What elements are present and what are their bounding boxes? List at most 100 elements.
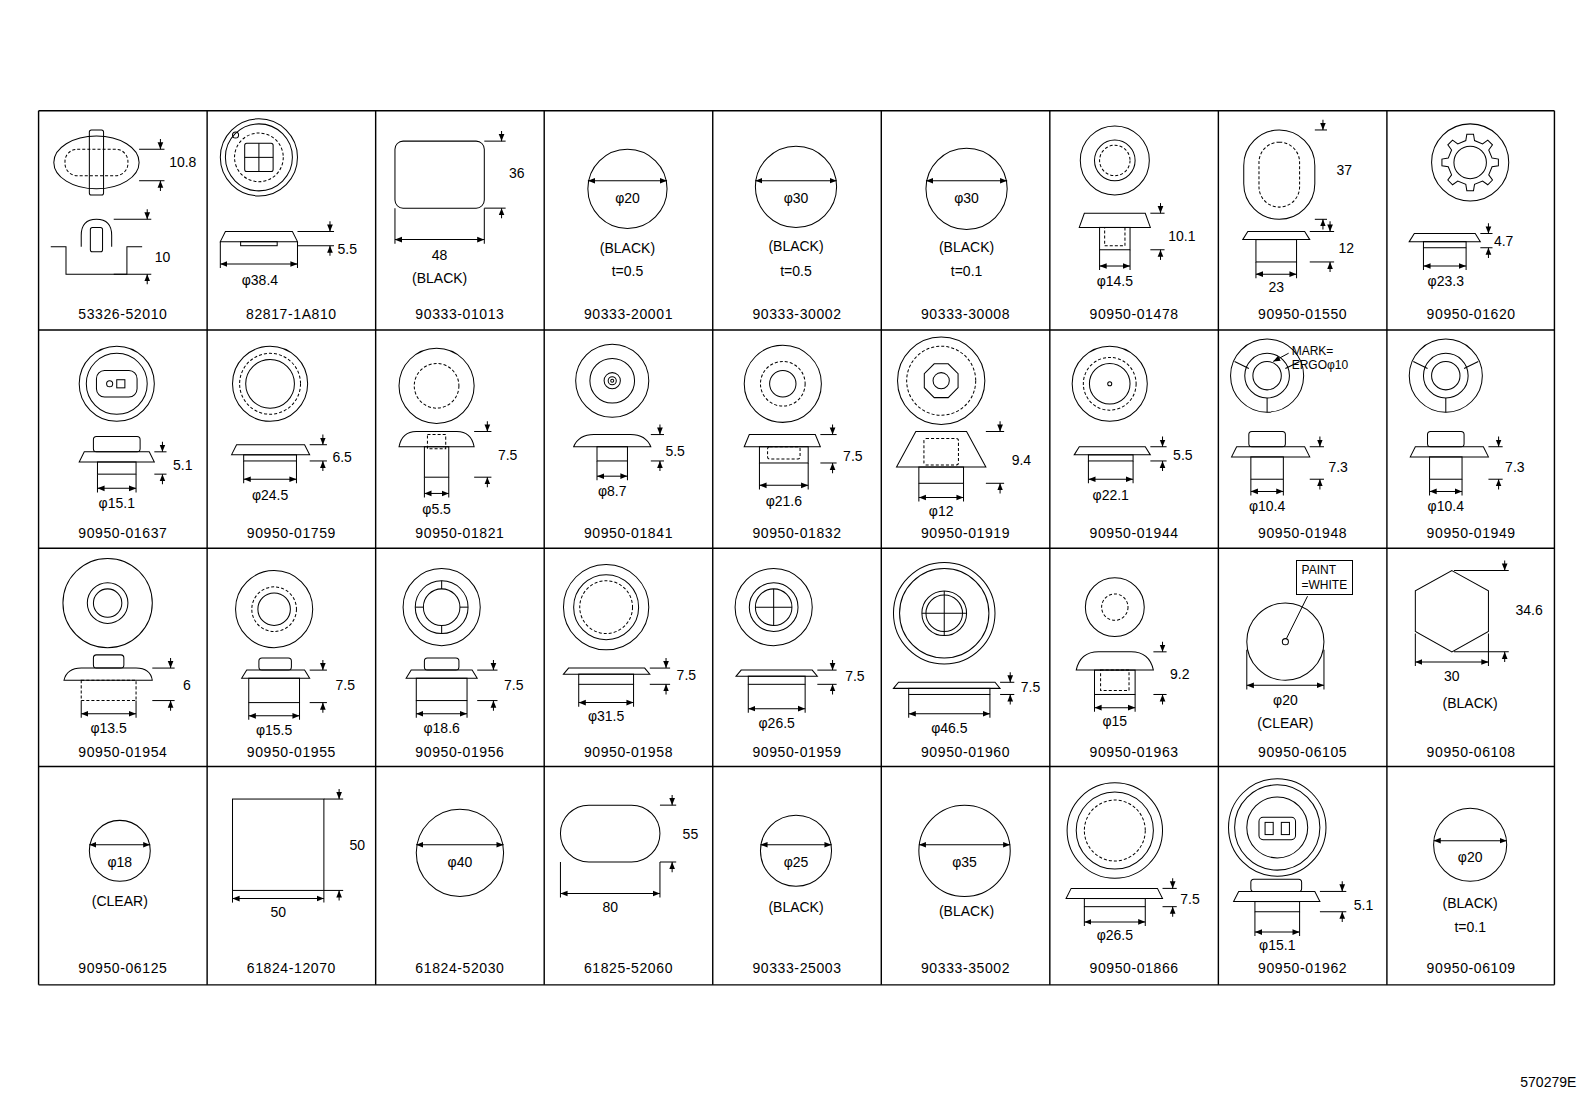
dimension-arrow xyxy=(832,424,833,434)
outline-rect xyxy=(1251,879,1302,891)
outline-rect xyxy=(1423,242,1466,248)
extension-line xyxy=(152,668,174,669)
outline-rect xyxy=(1084,899,1145,907)
extension-line xyxy=(1000,694,1014,695)
dimension-arrow xyxy=(416,713,467,714)
dimension-arrow xyxy=(1504,652,1505,662)
dimension-label: 10.8 xyxy=(169,156,196,171)
dimension-arrow xyxy=(1342,912,1343,922)
dimension-arrow xyxy=(1162,461,1163,471)
dimension-label: 7.5 xyxy=(504,679,523,694)
extension-line xyxy=(232,890,233,902)
extension-line xyxy=(154,474,166,475)
extension-line xyxy=(97,474,98,492)
part-number: 90950-01919 xyxy=(921,526,1010,541)
dimension-label: 50 xyxy=(270,905,286,920)
diameter-arrow xyxy=(588,180,667,181)
outline-rect xyxy=(1105,227,1125,245)
plug-cap xyxy=(79,452,154,462)
extension-line xyxy=(324,890,343,891)
diameter-arrow xyxy=(1434,840,1507,841)
extension-line xyxy=(660,861,676,862)
extension-line xyxy=(986,431,1004,432)
dimension-label: φ18 xyxy=(107,855,132,870)
extension-line xyxy=(986,483,1004,484)
extension-line xyxy=(651,434,664,435)
outline-circle xyxy=(919,805,1010,896)
material-note: (BLACK) xyxy=(768,900,823,915)
outline-rect xyxy=(424,658,459,670)
hexagon-plate xyxy=(1415,571,1488,652)
dimension-arrow xyxy=(233,898,324,899)
material-note: t=0.1 xyxy=(951,264,983,279)
dimension-arrow xyxy=(244,479,297,480)
dimension-arrow xyxy=(1095,707,1136,708)
outline-circle xyxy=(907,346,976,415)
outline-circle xyxy=(574,575,639,640)
outline-rect xyxy=(597,447,627,461)
dimension-arrow xyxy=(672,795,673,805)
outline-rect xyxy=(233,799,324,890)
dimension-arrow xyxy=(162,474,163,484)
detail-line xyxy=(245,157,273,158)
extension-line xyxy=(963,483,964,501)
extension-line xyxy=(296,461,297,483)
dimension-arrow xyxy=(1488,248,1489,258)
outline-circle xyxy=(1067,783,1162,878)
dimension-arrow xyxy=(759,485,808,486)
extension-line xyxy=(324,799,343,800)
material-note: (BLACK) xyxy=(600,241,655,256)
gear-ring xyxy=(1442,134,1498,190)
outline-circle xyxy=(1432,124,1509,201)
dimension-arrow xyxy=(1160,203,1161,213)
dimension-label: φ13.5 xyxy=(90,721,126,736)
extension-line xyxy=(114,219,152,220)
dimension-arrow xyxy=(1330,262,1331,272)
dimension-arrow xyxy=(160,139,161,149)
outline-circle xyxy=(755,146,836,227)
extension-line xyxy=(484,208,485,244)
diameter-arrow xyxy=(919,844,1010,845)
part-number: 82817-1A810 xyxy=(246,307,337,322)
dimension-arrow xyxy=(493,701,494,711)
extension-line xyxy=(1323,650,1324,690)
extension-line xyxy=(1462,479,1463,495)
part-number: 90950-06108 xyxy=(1427,746,1516,761)
extension-line xyxy=(651,460,664,461)
outline-circle xyxy=(423,589,460,626)
outline-path xyxy=(399,432,474,447)
part-number: 90950-06125 xyxy=(78,961,167,976)
dimension-label: φ20 xyxy=(1273,693,1298,708)
detail-line xyxy=(1445,398,1446,412)
extension-line xyxy=(1429,479,1430,495)
extension-line xyxy=(1150,213,1164,214)
extension-line xyxy=(918,483,919,501)
dimension-label: φ20 xyxy=(1458,850,1483,865)
dimension-arrow xyxy=(579,702,634,703)
extension-line xyxy=(1423,248,1424,270)
extension-line xyxy=(477,670,497,671)
plug-cap xyxy=(406,670,477,678)
outline-rect xyxy=(241,242,278,246)
dimension-label: φ30 xyxy=(954,191,979,206)
table-line xyxy=(39,984,1555,985)
extension-line xyxy=(633,684,634,706)
extension-line xyxy=(1310,446,1324,447)
dimension-arrow xyxy=(1319,437,1320,447)
outline-rect xyxy=(1255,902,1300,912)
outline-rect xyxy=(1259,142,1300,207)
dimension-label: 5.5 xyxy=(338,242,357,257)
dimension-arrow xyxy=(1100,266,1130,267)
part-number: 90333-25003 xyxy=(752,961,841,976)
detail-line xyxy=(1267,398,1268,412)
dimension-label: φ25 xyxy=(784,855,809,870)
material-note: (BLACK) xyxy=(412,272,467,287)
extension-line xyxy=(1163,906,1177,907)
extension-line xyxy=(820,434,836,435)
outline-circle xyxy=(1409,339,1482,412)
dimension-arrow xyxy=(666,684,667,694)
part-number: 90950-06109 xyxy=(1427,961,1516,976)
extension-line xyxy=(154,451,166,452)
outline-circle xyxy=(1245,353,1290,398)
outline-rect xyxy=(1095,670,1136,694)
